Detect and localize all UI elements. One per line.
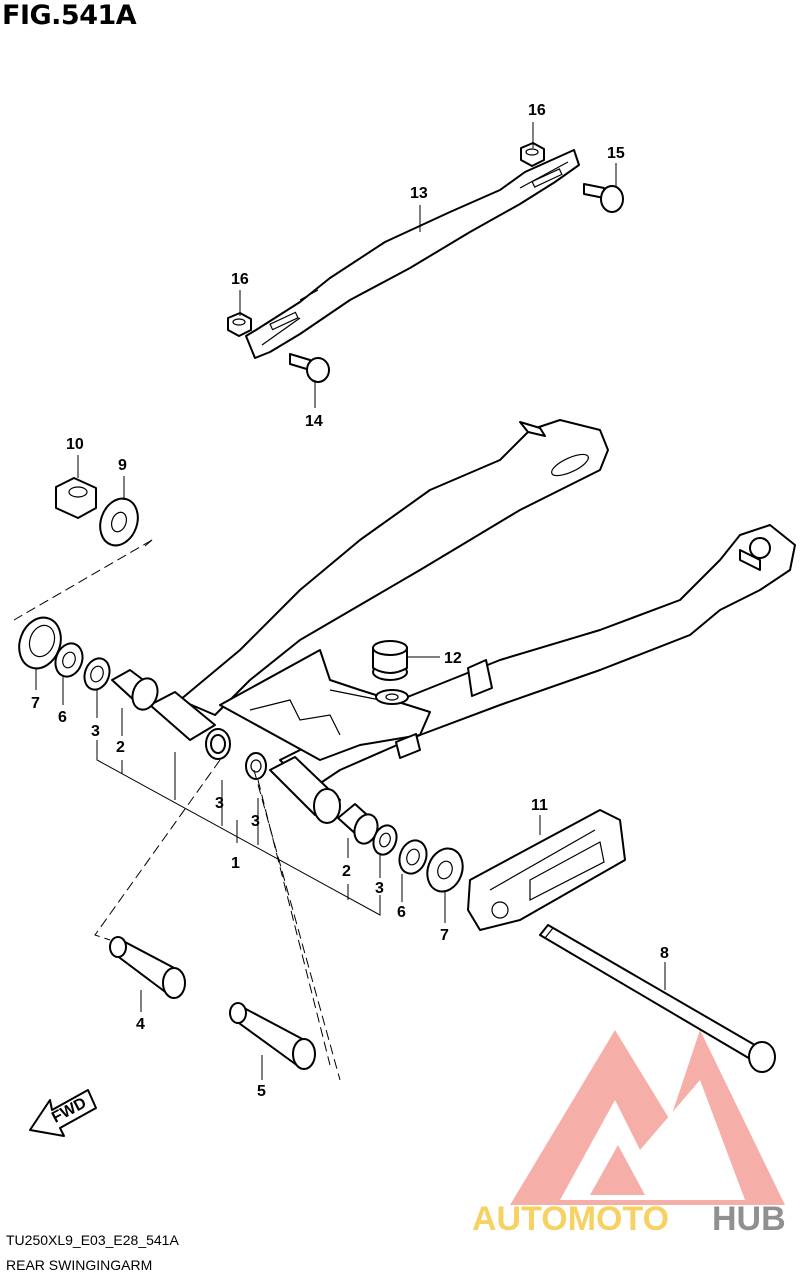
callout-11: 11	[531, 797, 548, 814]
part-2-collar-right[interactable]	[337, 803, 381, 847]
part-6-washer-right[interactable]	[395, 837, 431, 878]
part-15-bolt[interactable]	[583, 183, 624, 213]
callout-9: 9	[118, 457, 127, 474]
part-12-cushion[interactable]	[372, 640, 409, 705]
part-13-bracket[interactable]	[245, 149, 580, 359]
part-8-pivot-shaft[interactable]	[539, 924, 776, 1073]
callout-1: 1	[231, 855, 240, 872]
part-3-bearing-inner-b[interactable]	[245, 752, 267, 780]
part-14-bolt[interactable]	[289, 353, 330, 383]
callout-14: 14	[305, 413, 323, 430]
part-9-washer[interactable]	[94, 493, 144, 550]
callout-16-upper: 16	[528, 102, 546, 119]
callout-2-left: 2	[116, 739, 125, 756]
part-3-bearing-inner-a[interactable]	[210, 734, 226, 754]
callout-15: 15	[607, 145, 625, 162]
part-3-bearing-right[interactable]	[370, 822, 401, 858]
part-16-nut-upper[interactable]	[520, 142, 545, 167]
watermark-logo: AUTOMOTO HUB	[472, 1030, 786, 1238]
callout-13: 13	[410, 185, 428, 202]
callout-7-right: 7	[440, 927, 449, 944]
callout-6-right: 6	[397, 904, 406, 921]
part-16-nut-lower[interactable]	[227, 312, 252, 337]
callout-5: 5	[257, 1083, 266, 1100]
callout-3-right: 3	[375, 880, 384, 897]
part-1-swingarm[interactable]	[149, 419, 796, 824]
callout-8: 8	[660, 945, 669, 962]
callout-10: 10	[66, 436, 84, 453]
part-11-chain-guard[interactable]	[467, 809, 626, 931]
leader-lines	[13, 122, 666, 1081]
part-5-sleeve[interactable]	[229, 1002, 316, 1070]
callout-7-left: 7	[31, 695, 40, 712]
part-10-nut[interactable]	[55, 477, 97, 519]
part-2-collar-left[interactable]	[111, 669, 162, 713]
part-4-sleeve[interactable]	[109, 936, 186, 999]
part-3-bearing-left[interactable]	[80, 655, 113, 693]
fwd-direction-arrow: FWD	[29, 1089, 97, 1137]
callout-3-mid-a: 3	[215, 795, 224, 812]
callout-2-right: 2	[342, 863, 351, 880]
figure-code: TU250XL9_E03_E28_541A	[6, 1232, 179, 1248]
figure-title: FIG.541A	[2, 0, 137, 31]
callout-12: 12	[444, 650, 462, 667]
callout-3-left: 3	[91, 723, 100, 740]
section-name: REAR SWINGINGARM	[6, 1257, 153, 1273]
callout-3-mid-b: 3	[251, 813, 260, 830]
part-6-washer-left[interactable]	[51, 640, 87, 681]
part-7-cap-right[interactable]	[422, 844, 469, 897]
watermark-text-automoto: AUTOMOTO	[472, 1200, 669, 1238]
callout-16-lower: 16	[231, 271, 249, 288]
callout-labels: 16 15 13 16 14 10 9 12 11 8 7 6 3 2 3 3 …	[31, 102, 669, 1100]
watermark-text-hub: HUB	[712, 1200, 786, 1238]
callout-4: 4	[136, 1016, 145, 1033]
callout-6-left: 6	[58, 709, 67, 726]
